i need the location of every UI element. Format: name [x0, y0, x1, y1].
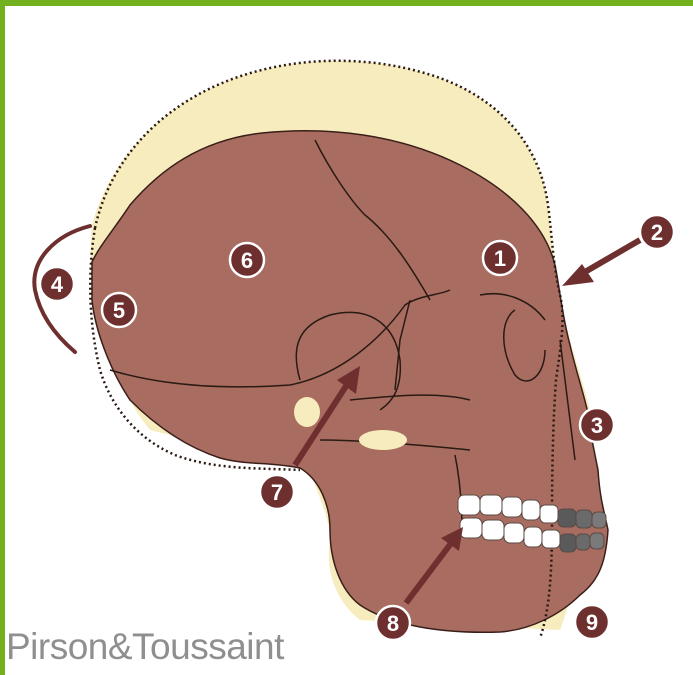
marker-9: 9	[575, 605, 609, 639]
svg-text:2: 2	[651, 220, 663, 245]
marker-8: 8	[376, 606, 410, 640]
marker-4: 4	[40, 267, 74, 301]
marker-6: 6	[230, 243, 264, 277]
svg-text:4: 4	[51, 272, 64, 297]
marker-5: 5	[102, 293, 136, 327]
marker-2: 2	[640, 215, 674, 249]
svg-text:8: 8	[387, 611, 399, 636]
marker-1: 1	[483, 241, 517, 275]
marker-3: 3	[580, 408, 614, 442]
svg-text:3: 3	[591, 413, 603, 438]
svg-text:9: 9	[586, 610, 598, 635]
svg-text:7: 7	[271, 480, 283, 505]
marker-7: 7	[260, 475, 294, 509]
svg-text:5: 5	[113, 298, 125, 323]
svg-text:1: 1	[494, 246, 506, 271]
svg-text:6: 6	[241, 248, 253, 273]
author-credit: Pirson&Toussaint	[6, 626, 284, 668]
cheek-opening-shape	[359, 430, 407, 450]
arrow-2	[562, 240, 640, 286]
ear-opening-shape	[294, 397, 320, 427]
